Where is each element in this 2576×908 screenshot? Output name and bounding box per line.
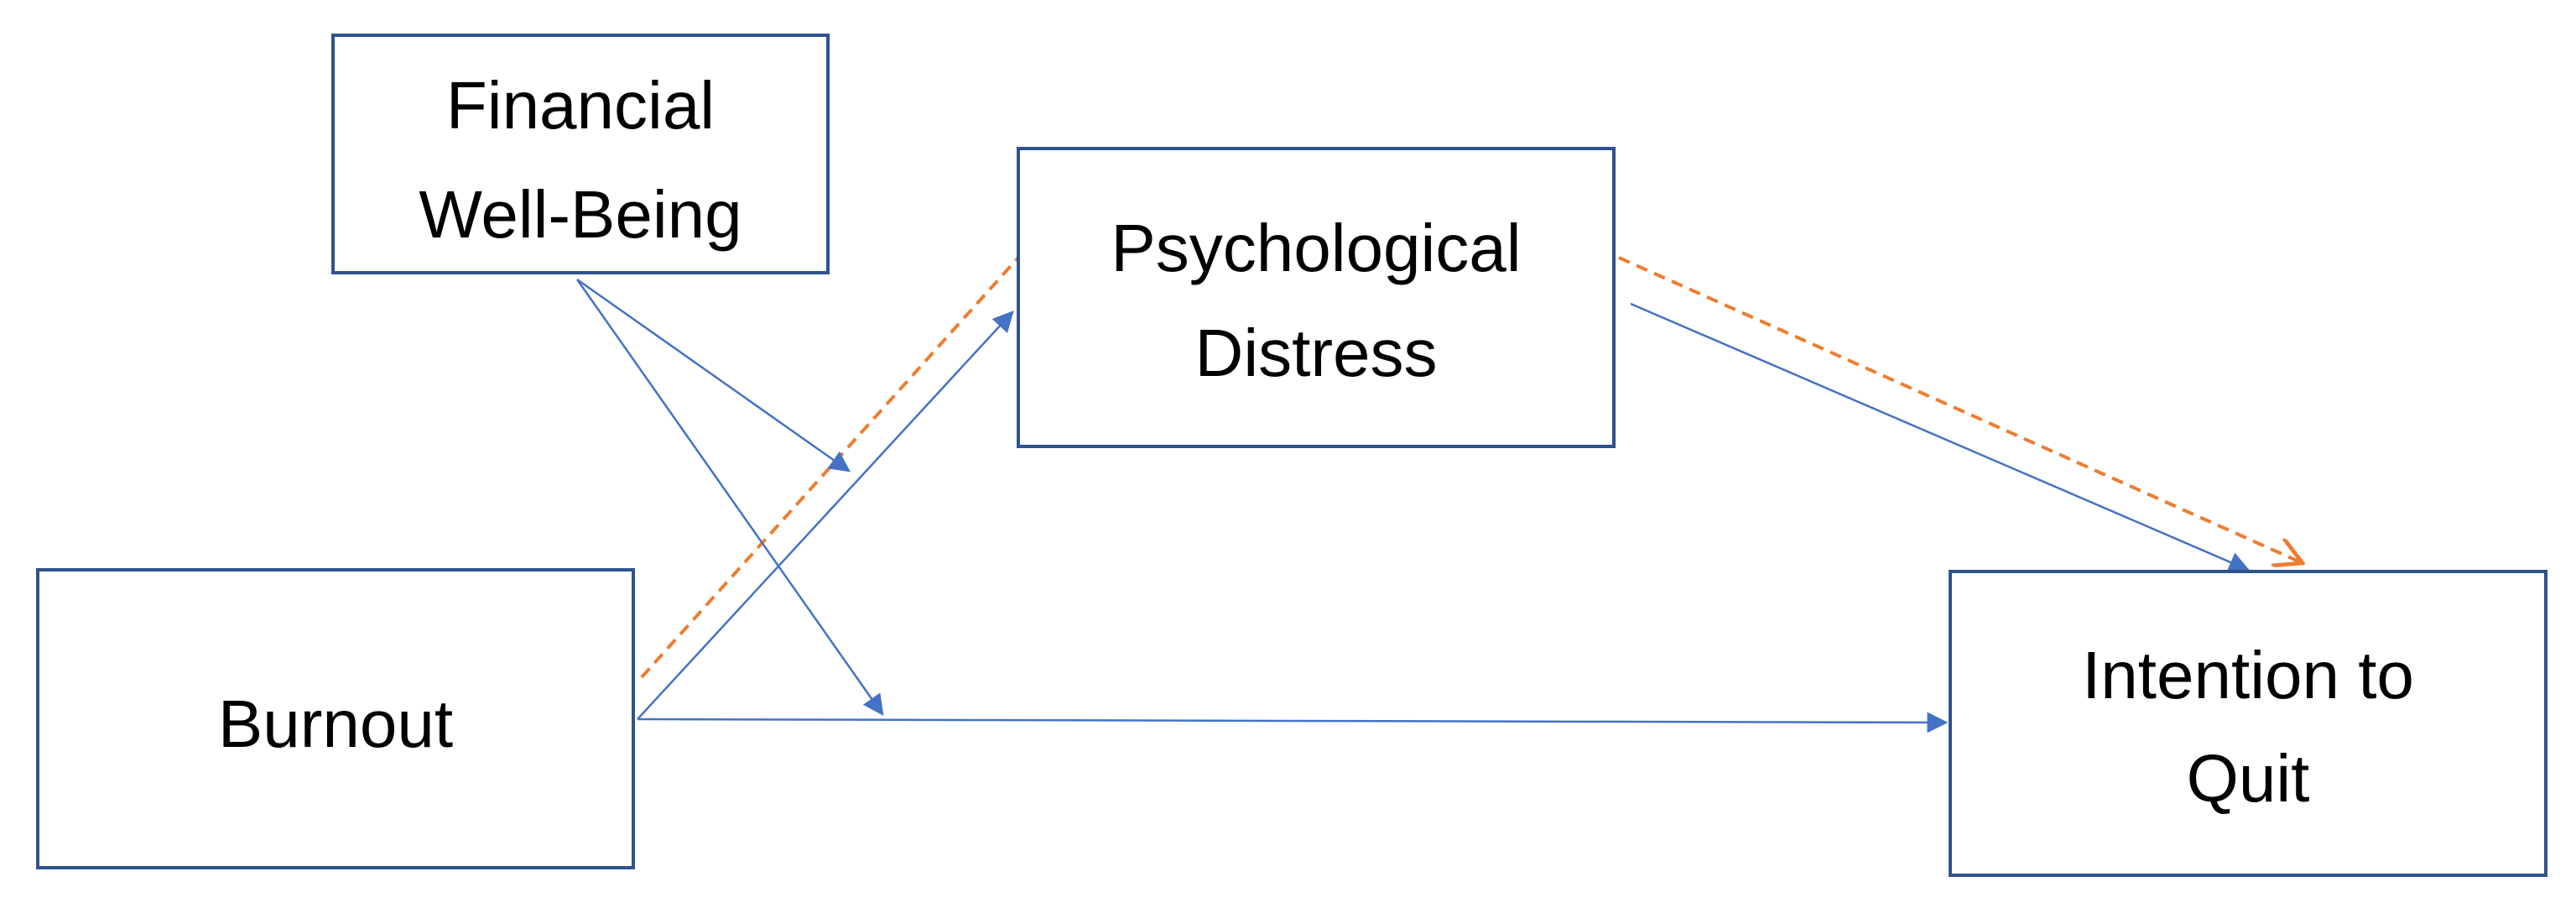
indirect-path-distress-to-quit	[1618, 256, 2303, 563]
indirect-path-burnout-to-distress	[640, 248, 1027, 679]
node-psychological-distress-line1: Psychological	[1111, 211, 1521, 285]
node-psychological-distress: Psychological Distress	[1017, 147, 1616, 448]
moderation-path-to-mediator-link	[576, 278, 851, 472]
node-financial-wellbeing-line1: Financial	[446, 68, 715, 143]
node-financial-wellbeing-line2: Well-Being	[419, 177, 742, 252]
moderation-path-to-direct-link	[575, 279, 884, 717]
node-burnout: Burnout	[36, 568, 635, 869]
path-burnout-to-quit	[637, 712, 1949, 733]
path-burnout-to-distress	[637, 310, 1014, 720]
node-intention-to-quit-line1: Intention to	[2082, 638, 2414, 712]
node-financial-wellbeing: Financial Well-Being	[331, 34, 830, 274]
node-intention-to-quit-line2: Quit	[2187, 741, 2310, 816]
node-intention-to-quit: Intention to Quit	[1949, 570, 2547, 877]
node-burnout-label: Burnout	[218, 686, 453, 761]
node-psychological-distress-line2: Distress	[1195, 316, 1438, 390]
path-distress-to-quit	[1630, 302, 2251, 572]
